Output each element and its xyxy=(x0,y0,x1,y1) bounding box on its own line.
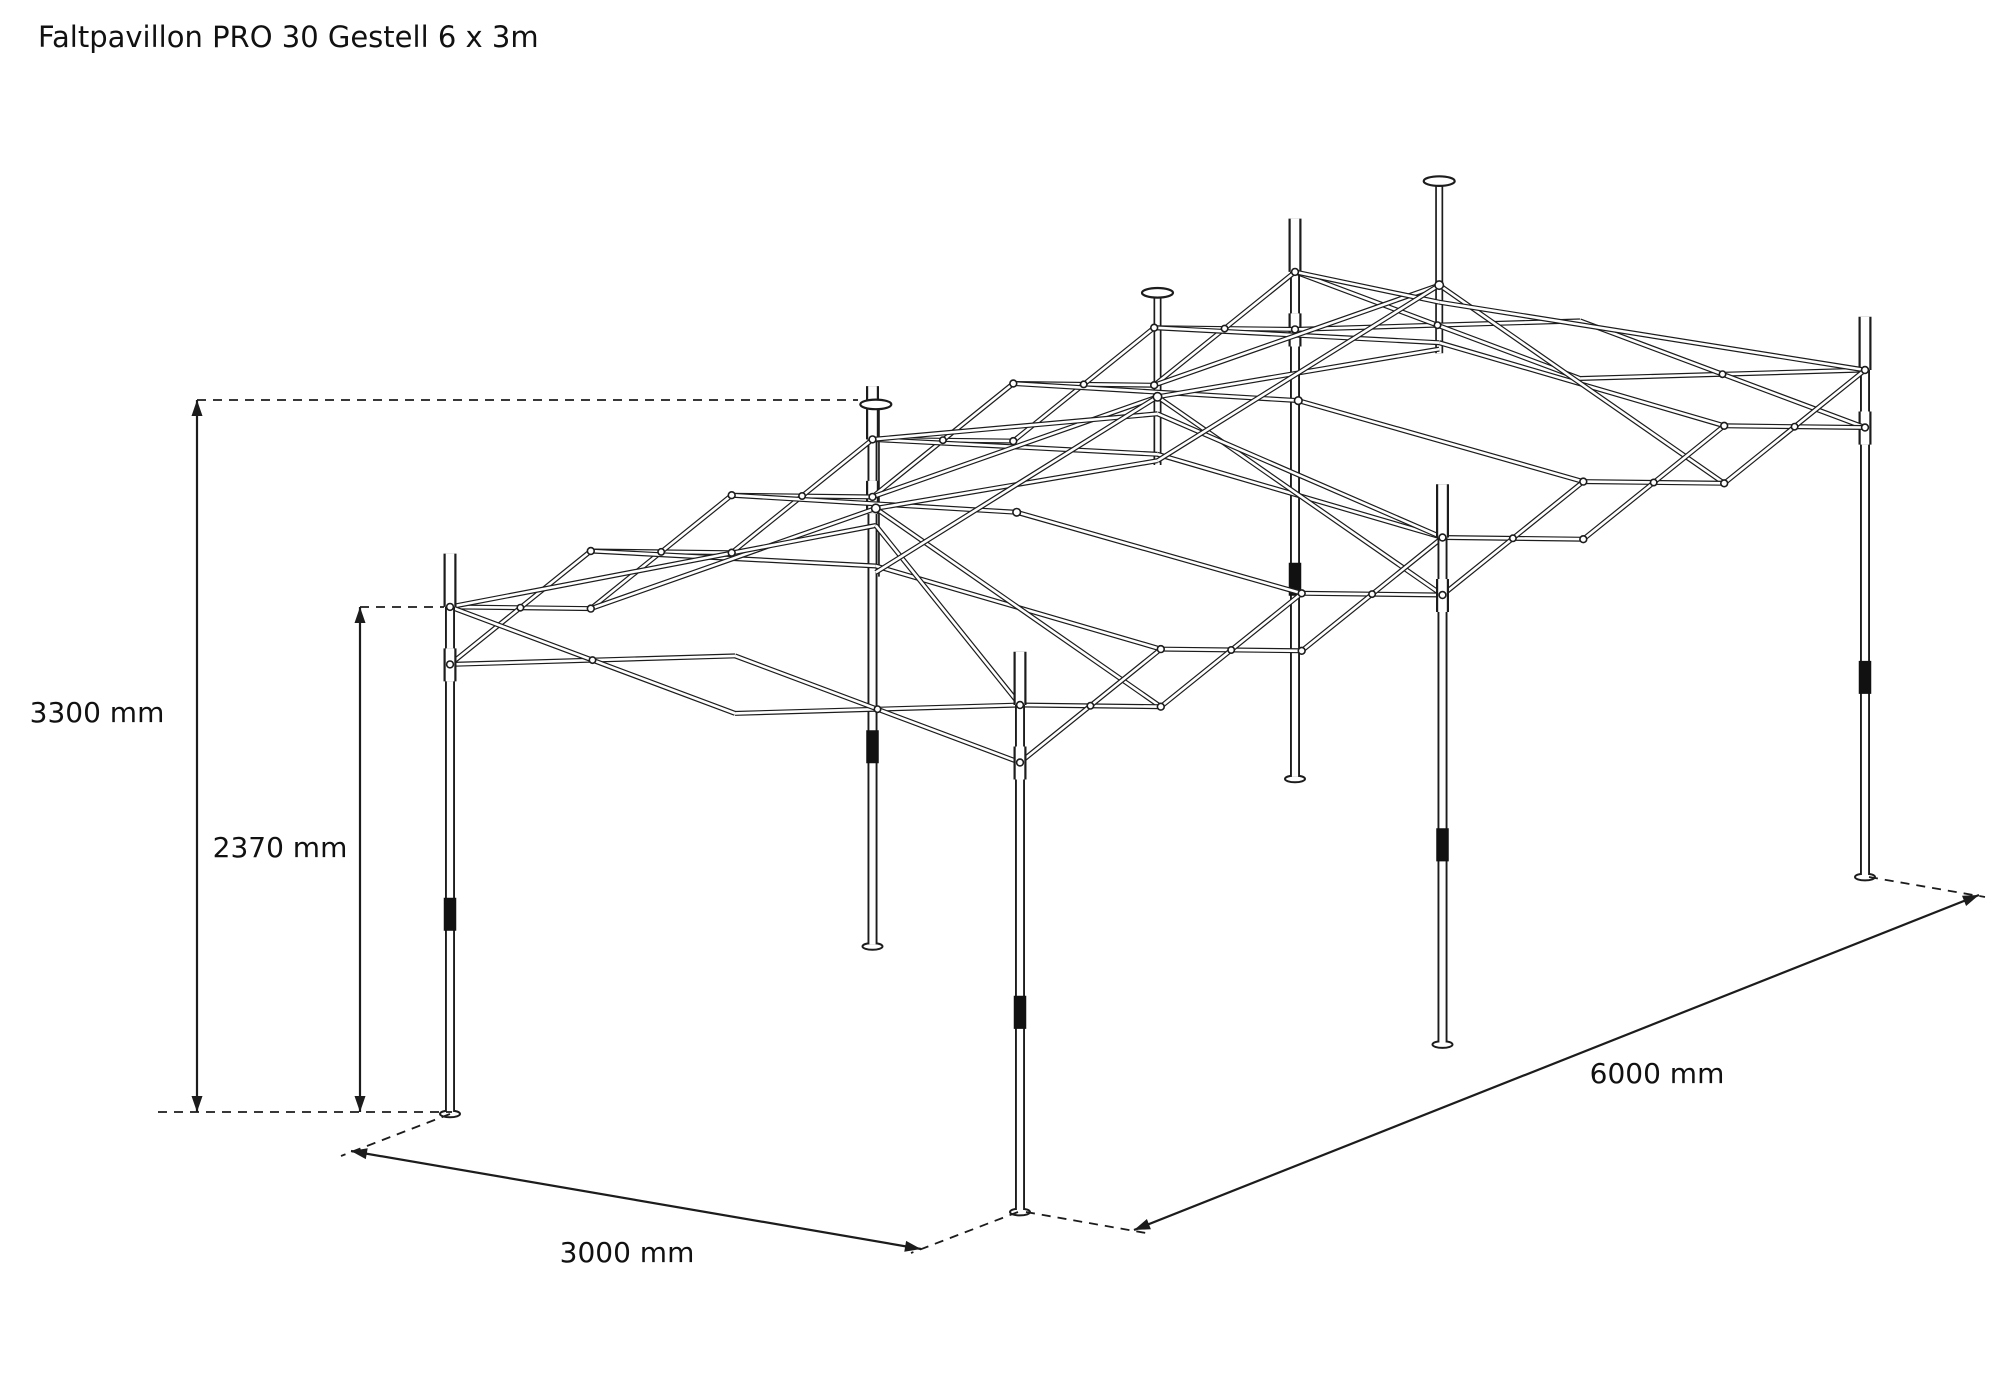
arrowhead-far xyxy=(1962,895,1979,906)
frame-drawing xyxy=(439,175,1876,1217)
dim-total-height: 3300 mm xyxy=(30,399,858,1113)
arrowhead-near xyxy=(1134,1219,1151,1230)
dimension-line xyxy=(350,1149,922,1251)
arrowhead-up xyxy=(191,400,203,416)
arrowhead-right xyxy=(904,1240,921,1252)
dim-leg-height: 2370 mm xyxy=(213,606,444,1112)
dimension-label-width: 3000 mm xyxy=(560,1236,695,1269)
arrowhead-down xyxy=(354,1096,366,1112)
arrowhead-up xyxy=(354,607,366,623)
extension-line-near xyxy=(1025,1211,1147,1234)
arrowhead-left xyxy=(351,1148,368,1160)
dimension-line xyxy=(1133,893,1980,1232)
extension-line-right xyxy=(910,1211,1019,1254)
diagram-title: Faltpavillon PRO 30 Gestell 6 x 3m xyxy=(38,20,539,54)
frame-joints xyxy=(445,267,1870,767)
dim-length: 6000 mm xyxy=(1025,876,1986,1234)
extension-line-left xyxy=(340,1113,451,1157)
dimension-label-length: 6000 mm xyxy=(1590,1057,1725,1090)
arrowhead-down xyxy=(191,1096,203,1112)
dimension-label-total-height: 3300 mm xyxy=(30,696,165,729)
dim-width: 3000 mm xyxy=(340,1113,1019,1269)
dimension-annotations: 3300 mm 2370 mm 3000 mm xyxy=(30,399,1986,1269)
extension-line-far xyxy=(1868,876,1986,898)
dimension-label-leg-height: 2370 mm xyxy=(213,831,348,864)
pole-disc-caps xyxy=(859,175,1456,411)
